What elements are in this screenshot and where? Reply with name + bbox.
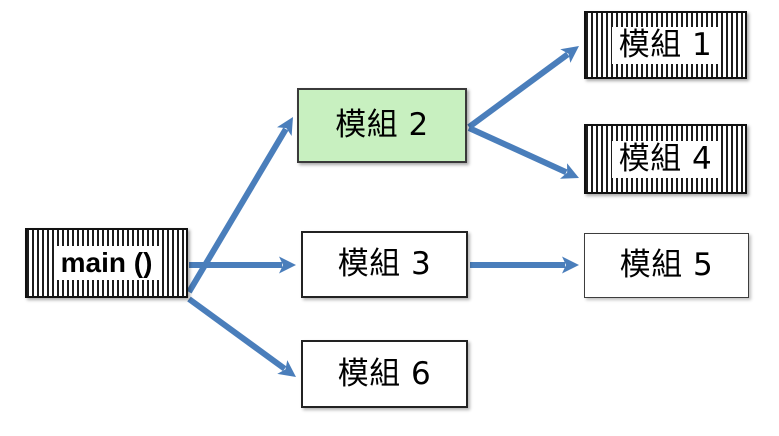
arrow-module3-to-module5 [470,256,579,274]
node-module-6-label: 模組 6 [337,355,432,392]
node-module-2-label: 模組 2 [335,107,429,143]
arrow-main-to-module2 [186,117,293,294]
arrow-main-to-module3 [189,256,296,274]
node-main-label: main () [55,248,158,278]
node-module-1-label: 模組 1 [613,28,718,62]
node-main[interactable]: main () [25,228,188,298]
node-module-4-label: 模組 4 [613,142,718,176]
node-module-6[interactable]: 模組 6 [301,340,468,408]
node-module-3[interactable]: 模組 3 [301,231,468,298]
node-module-3-label: 模組 3 [337,246,432,282]
node-module-4[interactable]: 模組 4 [584,124,747,194]
arrow-main-to-module6 [187,296,296,377]
node-module-5[interactable]: 模組 5 [584,233,749,298]
node-module-2[interactable]: 模組 2 [297,88,467,163]
arrow-module2-to-module1 [467,46,579,130]
arrow-module2-to-module4 [467,125,579,179]
node-module-1[interactable]: 模組 1 [584,11,747,79]
node-module-5-label: 模組 5 [619,247,714,283]
